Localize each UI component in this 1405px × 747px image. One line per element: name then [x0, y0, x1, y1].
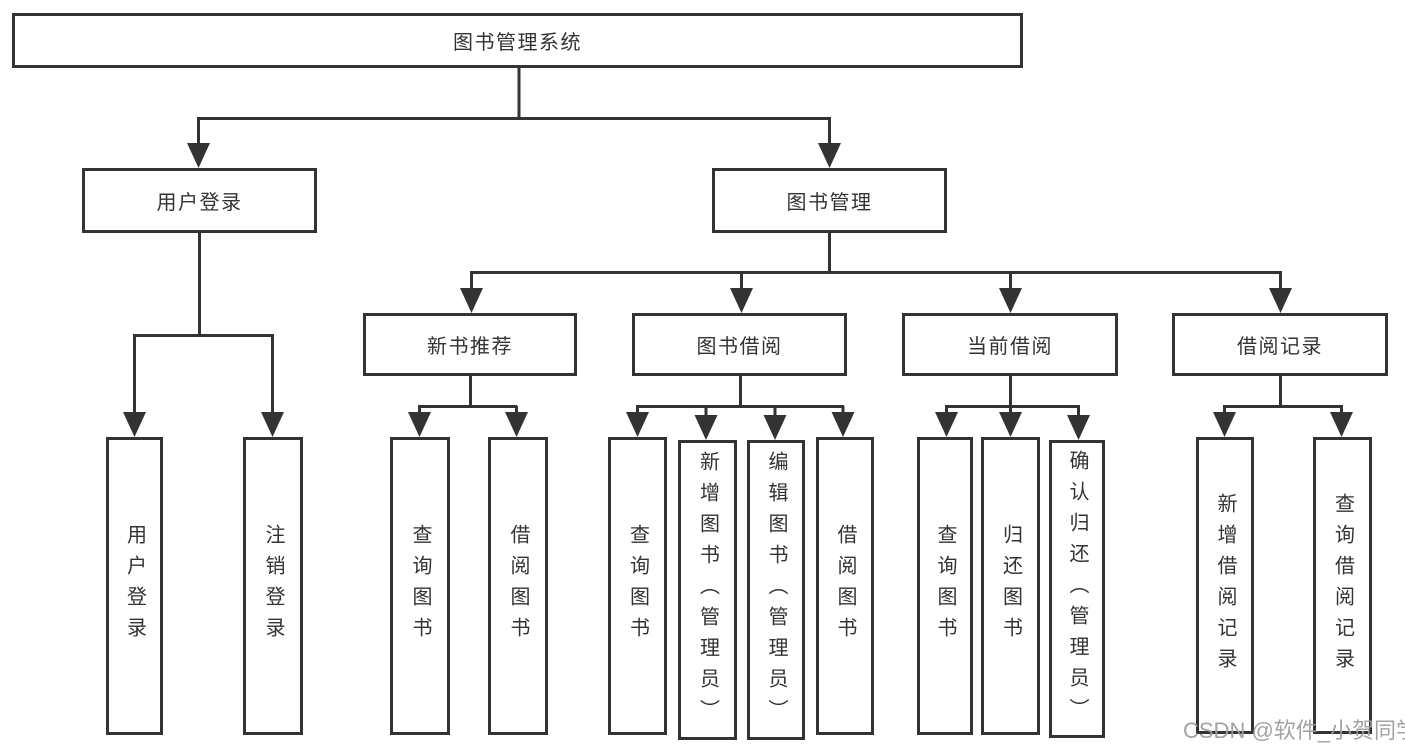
arrowhead [935, 412, 958, 437]
node-library-management-system: 图书管理系统 [12, 13, 1023, 68]
node-leaf-logout: 注销登录 [243, 437, 303, 735]
node-current-borrowing: 当前借阅 [902, 313, 1118, 376]
node-label: 图书借阅 [696, 336, 783, 358]
node-label: 编辑图书（管理员） [765, 450, 787, 730]
arrowhead [505, 412, 528, 437]
node-leaf-edit-book-admin: 编辑图书（管理员） [747, 440, 805, 740]
node-borrowing-records: 借阅记录 [1172, 313, 1388, 376]
arrowhead [1067, 415, 1090, 440]
arrowhead [999, 412, 1022, 437]
node-label: 新增图书（管理员） [696, 450, 719, 730]
csdn-watermark: CSDN @软件_小贺同学 [1183, 718, 1405, 743]
arrowhead [187, 143, 210, 168]
node-leaf-add-borrow-record: 新增借阅记录 [1196, 437, 1254, 734]
arrowhead [123, 412, 146, 437]
node-label: 查询图书 [409, 524, 431, 648]
node-leaf-return-book: 归还图书 [981, 437, 1040, 735]
node-leaf-query-book-borrowing: 查询图书 [608, 437, 667, 735]
arrowhead [261, 412, 284, 437]
arrowhead [999, 288, 1022, 313]
node-label: 查询图书 [626, 524, 649, 648]
node-leaf-user-login: 用户登录 [106, 437, 163, 735]
arrowhead [626, 412, 649, 437]
node-user-login: 用户登录 [82, 168, 317, 233]
node-label: 查询图书 [934, 524, 956, 648]
node-book-borrowing: 图书借阅 [632, 313, 847, 376]
arrowhead [1213, 412, 1236, 437]
node-leaf-borrow-book-borrowing: 借阅图书 [816, 437, 874, 735]
arrowhead [1269, 288, 1292, 313]
node-leaf-query-borrow-record: 查询借阅记录 [1313, 437, 1372, 734]
node-leaf-query-book-recommend: 查询图书 [390, 437, 450, 735]
node-label: 用户登录 [123, 524, 146, 648]
node-label: 新书推荐 [427, 336, 513, 358]
arrowhead [460, 288, 483, 313]
node-label: 借阅记录 [1237, 336, 1323, 358]
arrowhead [730, 288, 753, 313]
node-label: 查询借阅记录 [1331, 492, 1354, 679]
arrowhead [763, 415, 787, 440]
arrowhead [408, 412, 431, 437]
node-label: 注销登录 [262, 524, 284, 648]
arrowhead [694, 415, 718, 440]
node-label: 借阅图书 [834, 524, 856, 648]
arrowhead [1330, 412, 1353, 437]
node-leaf-query-book-current: 查询图书 [917, 437, 973, 735]
node-label: 归还图书 [999, 524, 1022, 648]
node-label: 图书管理 [786, 192, 873, 214]
node-label: 借阅图书 [507, 524, 529, 648]
node-label: 用户登录 [156, 192, 243, 214]
node-label: 新增借阅记录 [1214, 492, 1236, 679]
arrowhead [818, 143, 841, 168]
node-leaf-borrow-book-recommend: 借阅图书 [488, 437, 548, 735]
node-new-book-recommend: 新书推荐 [363, 313, 577, 376]
node-label: 当前借阅 [967, 336, 1053, 358]
node-label: 图书管理系统 [453, 32, 582, 54]
node-leaf-add-book-admin: 新增图书（管理员） [678, 440, 737, 740]
arrowhead [831, 412, 855, 437]
node-label: 确认归还（管理员） [1066, 449, 1088, 729]
node-leaf-confirm-return-admin: 确认归还（管理员） [1049, 440, 1105, 738]
node-book-management: 图书管理 [712, 168, 947, 233]
